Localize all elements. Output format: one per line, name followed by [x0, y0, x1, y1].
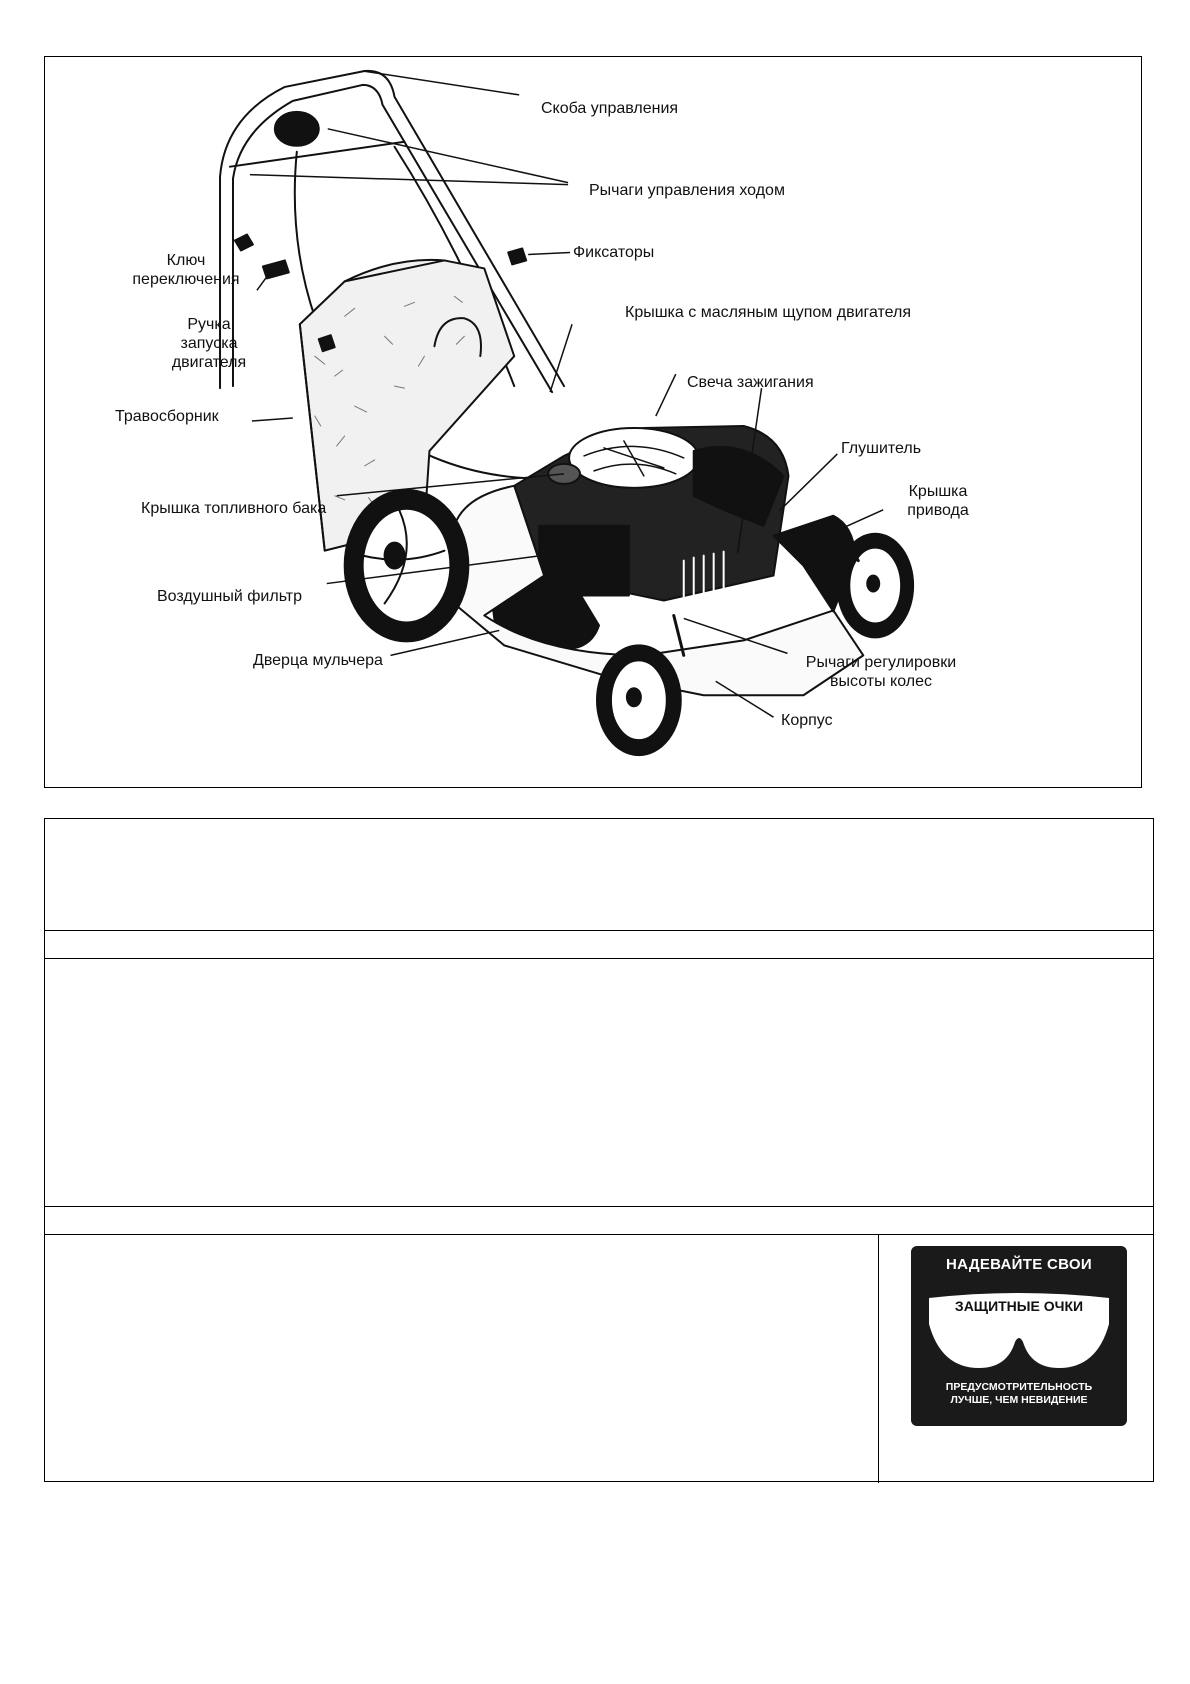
- front-left-wheel: [595, 644, 682, 757]
- safety-goggles-sign: НАДЕВАЙТЕ СВОИ ЗАЩИТНЫЕ ОЧКИ ПРЕДУСМОТРИ…: [911, 1246, 1127, 1426]
- mower-diagram: Скоба управления Рычаги управления ходом…: [44, 56, 1142, 788]
- handle-clamp: [507, 247, 528, 266]
- grass-bag: [298, 258, 516, 552]
- table-row: [45, 819, 1153, 931]
- table-row: [45, 1207, 1153, 1235]
- label-starter-grip: Ручка запуска двигателя: [171, 316, 247, 371]
- drive-control-pod: [273, 110, 320, 147]
- key-switch: [233, 233, 254, 252]
- label-muffler: Глушитель: [841, 440, 922, 457]
- label-handle: Скоба управления: [541, 100, 679, 117]
- label-key-switch: Ключ переключения: [132, 252, 240, 288]
- sign-heading: НАДЕВАЙТЕ СВОИ: [946, 1256, 1092, 1273]
- label-drive-cover: Крышка привода: [907, 483, 969, 519]
- label-drive-levers: Рычаги управления ходом: [589, 182, 785, 199]
- handle-bar: [219, 69, 566, 390]
- table-row: НАДЕВАЙТЕ СВОИ ЗАЩИТНЫЕ ОЧКИ ПРЕДУСМОТРИ…: [45, 1235, 1153, 1483]
- label-dipstick-cap: Крышка с масляным щупом двигателя: [625, 304, 912, 321]
- goggles-icon: [929, 1293, 1109, 1368]
- table-row: [45, 931, 1153, 959]
- rear-left-wheel: [343, 488, 470, 643]
- mower-illustration: [219, 69, 915, 757]
- leader-lines: [232, 70, 884, 718]
- label-deck: Корпус: [781, 712, 833, 729]
- label-air-filter: Воздушный фильтр: [157, 588, 303, 605]
- sign-slogan: ПРЕДУСМОТРИТЕЛЬНОСТЬ ЛУЧШЕ, ЧЕМ НЕВИДЕНИ…: [945, 1381, 1093, 1406]
- label-spark-plug: Свеча зажигания: [687, 374, 814, 391]
- table-row: [45, 959, 1153, 1207]
- cell-divider: [878, 1235, 879, 1483]
- label-clamps: Фиксаторы: [573, 244, 655, 261]
- label-mulch-door: Дверца мульчера: [253, 652, 383, 669]
- info-table: НАДЕВАЙТЕ СВОИ ЗАЩИТНЫЕ ОЧКИ ПРЕДУСМОТРИ…: [44, 818, 1154, 1483]
- sign-goggles-text: ЗАЩИТНЫЕ ОЧКИ: [954, 1298, 1084, 1314]
- front-right-wheel: [836, 532, 915, 639]
- label-height-levers: Рычаги регулировки высоты колес: [805, 654, 957, 690]
- label-grass-bag: Травосборник: [115, 408, 219, 425]
- label-fuel-cap: Крышка топливного бака: [141, 500, 327, 517]
